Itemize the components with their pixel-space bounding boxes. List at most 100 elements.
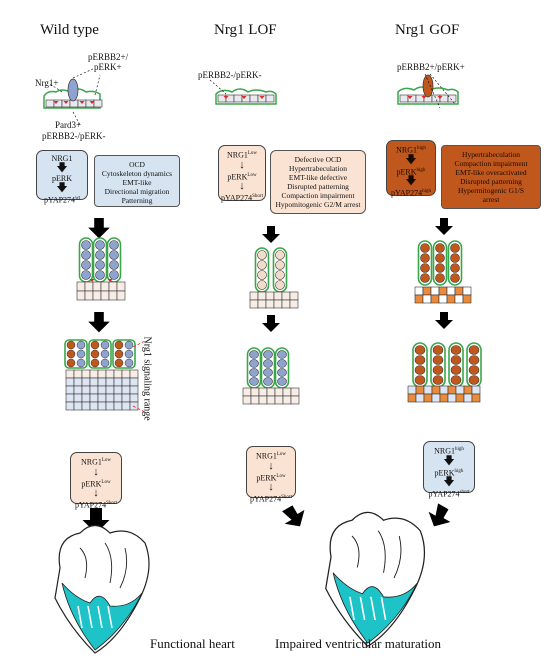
wt-compact-cell — [116, 281, 126, 292]
red-marker-icon — [407, 96, 413, 99]
heart-trabecula-line — [107, 605, 113, 629]
heart-ventricle — [332, 572, 418, 644]
trabecula-outline — [447, 240, 463, 286]
wt-compact-cell — [129, 401, 139, 411]
wt-compact-cell — [76, 290, 86, 301]
down-arrow-icon: ↓ — [268, 459, 274, 472]
lof-compact-cell — [242, 387, 252, 397]
wt-compact-cell — [113, 401, 123, 411]
wt-blue-cell — [124, 340, 134, 350]
gof-brown-cell — [435, 263, 445, 273]
down-arrow-icon: ↓ — [239, 158, 245, 171]
wt-compact-cell — [92, 281, 102, 292]
wt-label-pard3: Pard3+ — [55, 120, 82, 130]
wt-blue-cell — [100, 340, 110, 350]
gof-brown-cell — [432, 365, 444, 375]
wt-compact-cell — [113, 393, 123, 403]
gof-compact-cell — [462, 294, 472, 304]
lof-top-cell — [265, 94, 275, 103]
gof-label-pos: pERBB2+/pERK+ — [397, 62, 465, 72]
gof-down-arrow-3 — [428, 503, 451, 527]
red-marker-icon — [259, 96, 265, 99]
red-marker-icon — [79, 101, 85, 104]
lof-compact-cell — [282, 395, 292, 405]
lof-blue-cell — [277, 368, 287, 377]
gof-compact-cell — [414, 294, 424, 304]
wt-compact-cell — [105, 393, 115, 403]
wt-brown-cell — [90, 358, 100, 368]
down-arrow-icon: 🡇 — [56, 182, 68, 194]
gof-brown-cell — [432, 355, 444, 365]
gof-brown-cell — [450, 263, 460, 273]
gof-compact-cell — [447, 393, 457, 403]
wt-compact-cell — [65, 385, 75, 395]
gof-brown-cell — [420, 263, 430, 273]
gof-compact-cell — [454, 286, 464, 296]
lof-signaling-box: NRG1Low ↓ pERKLow ↓ pYAP274Short — [218, 145, 266, 203]
wt-label-nrg1: Nrg1+ — [35, 78, 59, 88]
wt-compact-cell — [129, 377, 139, 387]
lof-box-perk: pERKLow — [227, 172, 257, 182]
lof-compact-cell — [257, 291, 267, 301]
gof-compact-cell — [414, 286, 424, 296]
gof-brown-cell — [414, 345, 426, 355]
lof-compact-cell — [258, 395, 268, 405]
gof-effect-item: EMT-like overactivated — [455, 168, 527, 177]
lof-box-nrg1: NRG1Low — [226, 150, 258, 160]
lof-blue-cell — [277, 350, 287, 359]
gof-brown-cell — [450, 273, 460, 283]
wt-blue-cell — [76, 340, 86, 350]
wt-compact-cell — [129, 393, 139, 403]
wt-compact-cell — [73, 385, 83, 395]
lof-effect-item: Defective OCD — [294, 155, 342, 164]
wt-blue-cell — [95, 270, 105, 280]
gof-compact-cell — [446, 286, 456, 296]
lof-blue-cell — [249, 377, 259, 386]
gof-compact-cell — [463, 393, 473, 403]
wt-blue-cell — [81, 260, 91, 270]
trabecula-outline — [417, 240, 433, 286]
gof-brown-cell — [435, 243, 445, 253]
gof-compact-cell — [407, 385, 417, 395]
wt-compact-cell — [89, 385, 99, 395]
gof-title: Nrg1 GOF — [395, 22, 460, 38]
lof-down-arrow-2 — [262, 315, 280, 332]
gof-compact-cell — [422, 286, 432, 296]
gof-compact-cell — [415, 393, 425, 403]
lof-pointer-line — [209, 79, 227, 95]
wt-compact-cell — [97, 401, 107, 411]
gof-compact-cell — [455, 393, 465, 403]
signaling-range-label: Nrg1 signaling range — [141, 336, 153, 421]
gof-brown-cell — [435, 273, 445, 283]
gof-compact-cell — [423, 393, 433, 403]
gof-bottom-pyap: pYAP274short — [428, 489, 470, 499]
wt-process-item: Directional migration — [104, 187, 170, 196]
wt-top-cell — [45, 99, 55, 108]
red-marker-icon — [241, 96, 247, 99]
wt-compact-cell — [65, 377, 75, 387]
wt-compact-cell — [89, 393, 99, 403]
heart-trabecula-line — [370, 596, 376, 621]
wt-bottom-pyap: pYAP274Short — [75, 500, 117, 510]
wt-box-nrg1: NRG1 — [51, 154, 73, 163]
gof-down-arrow-1 — [435, 218, 453, 235]
wt-compact-cell — [116, 290, 126, 301]
gof-effect-item: arrest — [482, 195, 500, 204]
wt-compact-cell — [84, 281, 94, 292]
lof-effect-item: EMT-like defective — [288, 173, 348, 182]
wt-compact-cell — [73, 393, 83, 403]
lof-blue-cell — [263, 359, 273, 368]
wt-signaling-box: NRG1 🡇 pERK 🡇 pYAP274wt — [36, 150, 88, 205]
wt-top-cell — [93, 99, 103, 108]
gof-box-pyap: pYAP274high — [390, 188, 431, 198]
signaling-range-line — [132, 340, 146, 348]
shared-caption: Impaired ventricular maturation — [275, 636, 442, 651]
wt-compact-cell — [105, 401, 115, 411]
wt-blue-cell — [109, 270, 119, 280]
heart-trabecula-line — [380, 596, 387, 621]
wt-label-perk: pERK+ — [94, 62, 122, 72]
gof-brown-cell — [420, 243, 430, 253]
wt-compact-cell — [89, 377, 99, 387]
wt-bottom-perk: pERKLow — [81, 479, 111, 489]
